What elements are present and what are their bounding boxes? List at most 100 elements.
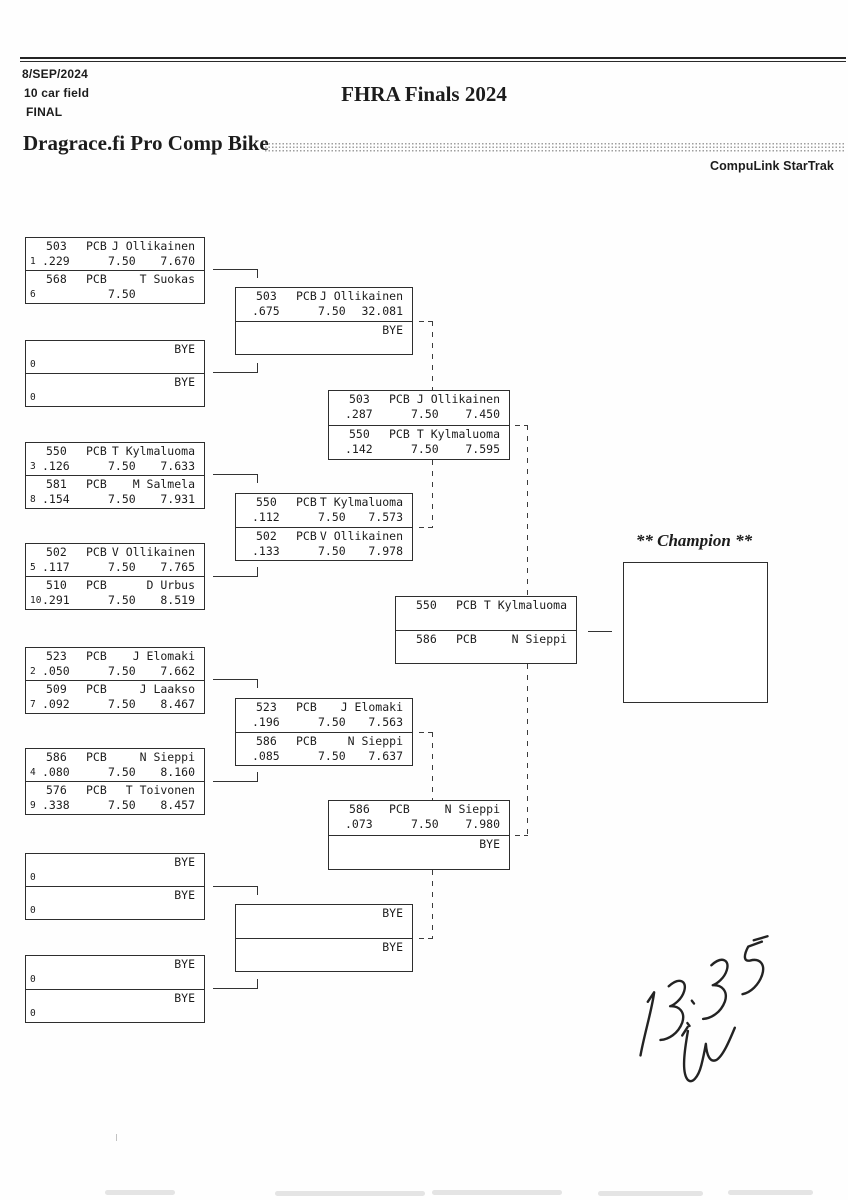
match-slot-top: 523 PCB J Elomaki 2 .050 7.50 7.662 bbox=[26, 648, 204, 681]
seed-number: 9 bbox=[30, 800, 36, 811]
driver-name: BYE bbox=[174, 342, 195, 356]
dial-in: 7.50 bbox=[108, 664, 136, 678]
car-number: 503 bbox=[46, 239, 67, 253]
reaction-time: .117 bbox=[42, 560, 70, 574]
competitor-line: 586 PCB N Sieppi bbox=[236, 734, 412, 749]
elapsed-time: 7.662 bbox=[160, 664, 195, 678]
driver-name: BYE bbox=[174, 957, 195, 971]
match-slot-top: BYE 0 bbox=[26, 956, 204, 990]
competitor-line: 523 PCB J Elomaki bbox=[26, 649, 204, 664]
seed-number: 8 bbox=[30, 494, 36, 505]
connector-line bbox=[213, 988, 258, 989]
car-number: 550 bbox=[349, 426, 370, 441]
match-slot-bottom: 550 PCB T Kylmaluoma .142 7.50 7.595 bbox=[329, 426, 509, 460]
driver-name: V Ollikainen bbox=[319, 528, 403, 543]
driver-name: BYE bbox=[174, 888, 195, 902]
match-slot-top: 550 PCB T Kylmaluoma bbox=[396, 597, 576, 631]
times-line: 0 bbox=[26, 357, 204, 372]
match-slot-bottom: BYE bbox=[236, 939, 412, 972]
times-line: .142 7.50 7.595 bbox=[329, 442, 509, 457]
dial-in: 7.50 bbox=[108, 459, 136, 473]
match-box-r1-8: BYE 0 BYE 0 bbox=[25, 955, 205, 1023]
reaction-time: .675 bbox=[252, 304, 280, 318]
car-number: 502 bbox=[46, 545, 67, 559]
competitor-line: BYE bbox=[329, 837, 509, 852]
elapsed-time: 7.563 bbox=[368, 715, 403, 729]
scan-artifact bbox=[432, 1190, 562, 1195]
match-box-qf-1: 503 PCB J Ollikainen .675 7.50 32.081 BY… bbox=[235, 287, 413, 355]
car-number: 503 bbox=[256, 289, 277, 303]
match-box-r1-7: BYE 0 BYE 0 bbox=[25, 853, 205, 920]
dial-in: 7.50 bbox=[411, 441, 439, 456]
match-box-qf-4: BYE BYE bbox=[235, 904, 413, 972]
class-code: PCB bbox=[86, 272, 107, 286]
class-code: PCB bbox=[389, 426, 410, 441]
match-slot-bottom: 581 PCB M Salmela 8 .154 7.50 7.931 bbox=[26, 476, 204, 508]
match-slot-top: 550 PCB T Kylmaluoma 3 .126 7.50 7.633 bbox=[26, 443, 204, 476]
connector-dashed bbox=[419, 938, 433, 940]
times-line: .073 7.50 7.980 bbox=[329, 817, 509, 832]
match-slot-bottom: BYE bbox=[329, 836, 509, 870]
car-number: 523 bbox=[46, 649, 67, 663]
reaction-time: .073 bbox=[345, 817, 373, 831]
competitor-line: BYE bbox=[26, 888, 204, 903]
class-code: PCB bbox=[86, 444, 107, 458]
driver-name: J Laakso bbox=[139, 682, 195, 696]
dial-in: 7.50 bbox=[108, 798, 136, 812]
car-number: 550 bbox=[256, 495, 277, 509]
match-box-r1-5: 523 PCB J Elomaki 2 .050 7.50 7.662 509 … bbox=[25, 647, 205, 714]
competitor-line: 523 PCB J Elomaki bbox=[236, 700, 412, 715]
driver-name: T Suokas bbox=[139, 272, 195, 286]
connector-dashed bbox=[419, 321, 433, 323]
connector-line bbox=[257, 474, 258, 483]
competitor-line: 550 PCB T Kylmaluoma bbox=[26, 444, 204, 459]
driver-name: BYE bbox=[382, 906, 403, 920]
car-number: 586 bbox=[46, 750, 67, 764]
match-slot-bottom: 509 PCB J Laakso 7 .092 7.50 8.467 bbox=[26, 681, 204, 713]
driver-name: BYE bbox=[382, 939, 403, 954]
handwritten-time-annotation bbox=[639, 935, 769, 1083]
seed-number: 7 bbox=[30, 699, 36, 710]
class-code: PCB bbox=[86, 783, 107, 797]
competitor-line: 576 PCB T Toivonen bbox=[26, 783, 204, 798]
driver-name: M Salmela bbox=[132, 477, 195, 491]
connector-dashed bbox=[419, 732, 433, 734]
driver-name: BYE bbox=[174, 855, 195, 869]
match-slot-bottom: BYE 0 bbox=[26, 990, 204, 1023]
dial-in: 7.50 bbox=[411, 817, 439, 831]
match-box-qf-3: 523 PCB J Elomaki .196 7.50 7.563 586 PC… bbox=[235, 698, 413, 766]
car-number: 510 bbox=[46, 578, 67, 592]
seed-number: 10 bbox=[30, 595, 42, 606]
elapsed-time: 7.637 bbox=[368, 748, 403, 763]
seed-number: 0 bbox=[30, 872, 36, 883]
competitor-line: 509 PCB J Laakso bbox=[26, 682, 204, 697]
car-number: 502 bbox=[256, 528, 277, 543]
competitor-line: 510 PCB D Urbus bbox=[26, 578, 204, 593]
driver-name: J Ollikainen bbox=[111, 239, 195, 253]
elapsed-time: 8.467 bbox=[160, 697, 195, 711]
competitor-line: 550 PCB T Kylmaluoma bbox=[329, 427, 509, 442]
competitor-line: 550 PCB T Kylmaluoma bbox=[396, 598, 576, 613]
times-line: 10 .291 7.50 8.519 bbox=[26, 593, 204, 608]
elapsed-time: 7.633 bbox=[160, 459, 195, 473]
times-line: .085 7.50 7.637 bbox=[236, 749, 412, 764]
times-line bbox=[396, 613, 576, 628]
driver-name: J Elomaki bbox=[132, 649, 195, 663]
connector-dashed bbox=[419, 527, 433, 529]
times-line: 0 bbox=[26, 903, 204, 918]
competitor-line: 581 PCB M Salmela bbox=[26, 477, 204, 492]
connector-dashed bbox=[515, 425, 528, 427]
champion-label: ** Champion ** bbox=[635, 531, 753, 550]
connector-dashed bbox=[527, 425, 529, 596]
round-label: FINAL bbox=[26, 105, 63, 119]
times-line: 3 .126 7.50 7.633 bbox=[26, 459, 204, 474]
match-slot-bottom: 502 PCB V Ollikainen .133 7.50 7.978 bbox=[236, 528, 412, 561]
driver-name: V Ollikainen bbox=[111, 545, 195, 559]
driver-name: T Kylmaluoma bbox=[319, 495, 403, 509]
reaction-time: .085 bbox=[252, 748, 280, 763]
seed-number: 0 bbox=[30, 359, 36, 370]
connector-line bbox=[213, 269, 258, 270]
match-box-final: 550 PCB T Kylmaluoma 586 PCB N Sieppi bbox=[395, 596, 577, 664]
dial-in: 7.50 bbox=[318, 543, 346, 558]
match-box-sf-2: 586 PCB N Sieppi .073 7.50 7.980 BYE bbox=[328, 800, 510, 870]
